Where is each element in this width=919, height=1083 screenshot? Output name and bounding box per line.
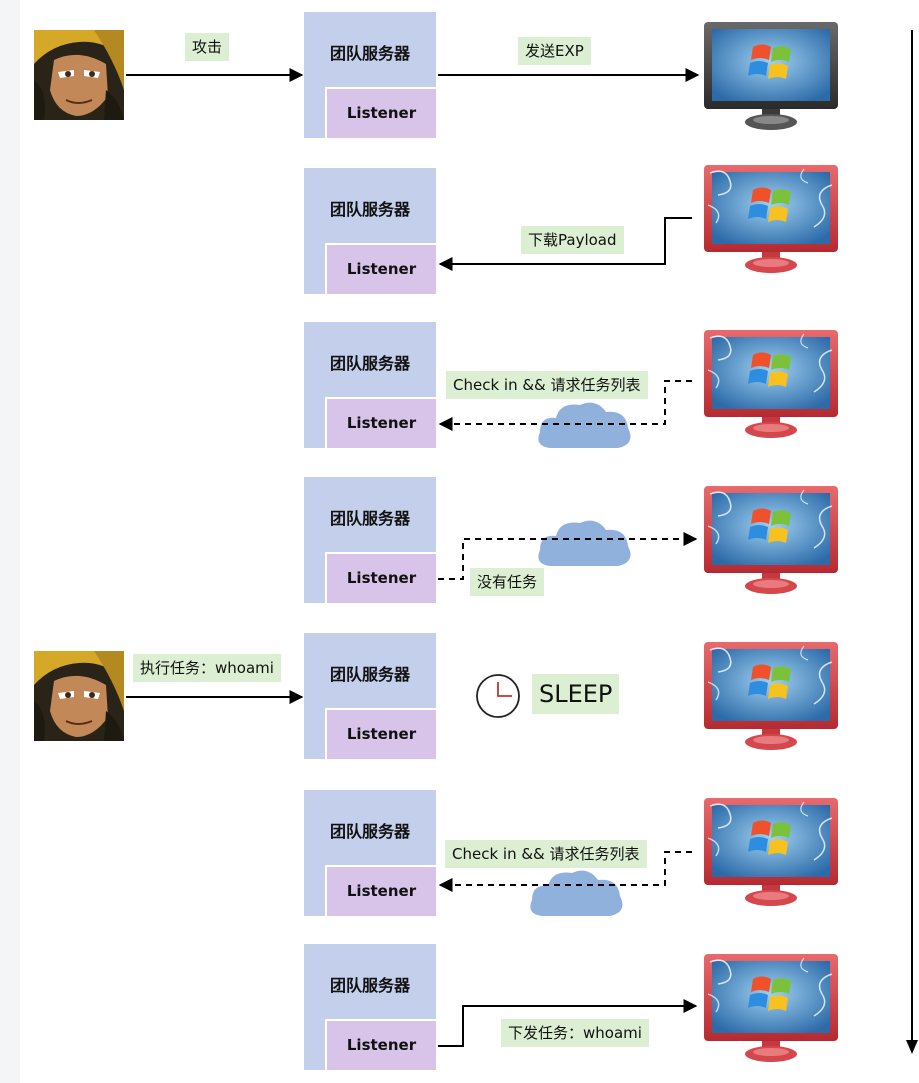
listener-box: Listener bbox=[325, 87, 436, 138]
team-server-5: 团队服务器 Listener bbox=[304, 633, 436, 759]
label-exec-task: 执行任务：whoami bbox=[133, 654, 281, 682]
label-download-payload: 下载Payload bbox=[521, 226, 624, 254]
arrow-download-payload bbox=[438, 217, 692, 271]
label-dispatch-task: 下发任务：whoami bbox=[501, 1019, 649, 1047]
team-server-6: 团队服务器 Listener bbox=[304, 790, 436, 916]
server-title: 团队服务器 bbox=[329, 44, 410, 63]
server-title: 团队服务器 bbox=[329, 354, 410, 373]
listener-box: Listener bbox=[325, 1019, 436, 1070]
arrow-checkin-1 bbox=[438, 380, 692, 431]
label-checkin-2: Check in && 请求任务列表 bbox=[445, 840, 647, 868]
team-server-7: 团队服务器 Listener bbox=[304, 944, 436, 1070]
attacker-avatar-icon bbox=[33, 29, 125, 121]
team-server-1: 团队服务器 Listener bbox=[304, 12, 436, 138]
server-title: 团队服务器 bbox=[329, 509, 410, 528]
windows-monitor-icon bbox=[704, 798, 838, 906]
windows-monitor-icon bbox=[704, 486, 838, 594]
timeline-arrowhead bbox=[906, 1040, 918, 1054]
attacker-avatar-icon bbox=[33, 650, 125, 742]
windows-monitor-icon bbox=[704, 642, 838, 750]
listener-box: Listener bbox=[325, 865, 436, 916]
listener-box: Listener bbox=[325, 397, 436, 448]
label-checkin-1: Check in && 请求任务列表 bbox=[446, 371, 648, 399]
team-server-2: 团队服务器 Listener bbox=[304, 168, 436, 294]
clock-hands bbox=[497, 682, 512, 697]
cloud-icon bbox=[538, 520, 631, 566]
team-server-4: 团队服务器 Listener bbox=[304, 477, 436, 603]
listener-box: Listener bbox=[325, 243, 436, 294]
windows-monitor-icon bbox=[704, 165, 838, 273]
server-title: 团队服务器 bbox=[329, 665, 410, 684]
listener-box: Listener bbox=[325, 552, 436, 603]
server-title: 团队服务器 bbox=[329, 200, 410, 219]
arrow-checkin-2 bbox=[438, 851, 692, 892]
windows-monitor-icon bbox=[704, 22, 838, 130]
arrow-dispatch-task bbox=[438, 999, 698, 1047]
team-server-3: 团队服务器 Listener bbox=[304, 322, 436, 448]
left-margin-strip bbox=[0, 0, 20, 1083]
label-no-task: 没有任务 bbox=[470, 568, 545, 596]
cloud-icon bbox=[538, 402, 631, 448]
cloud-icon bbox=[530, 870, 623, 916]
label-send-exp: 发送EXP bbox=[518, 37, 591, 65]
windows-monitor-icon bbox=[704, 954, 838, 1062]
windows-monitor-icon bbox=[704, 330, 838, 438]
arrow-no-task bbox=[438, 532, 698, 580]
label-attack: 攻击 bbox=[185, 33, 230, 61]
listener-box: Listener bbox=[325, 708, 436, 759]
label-sleep: SLEEP bbox=[532, 674, 620, 714]
server-title: 团队服务器 bbox=[329, 822, 410, 841]
server-title: 团队服务器 bbox=[329, 976, 410, 995]
